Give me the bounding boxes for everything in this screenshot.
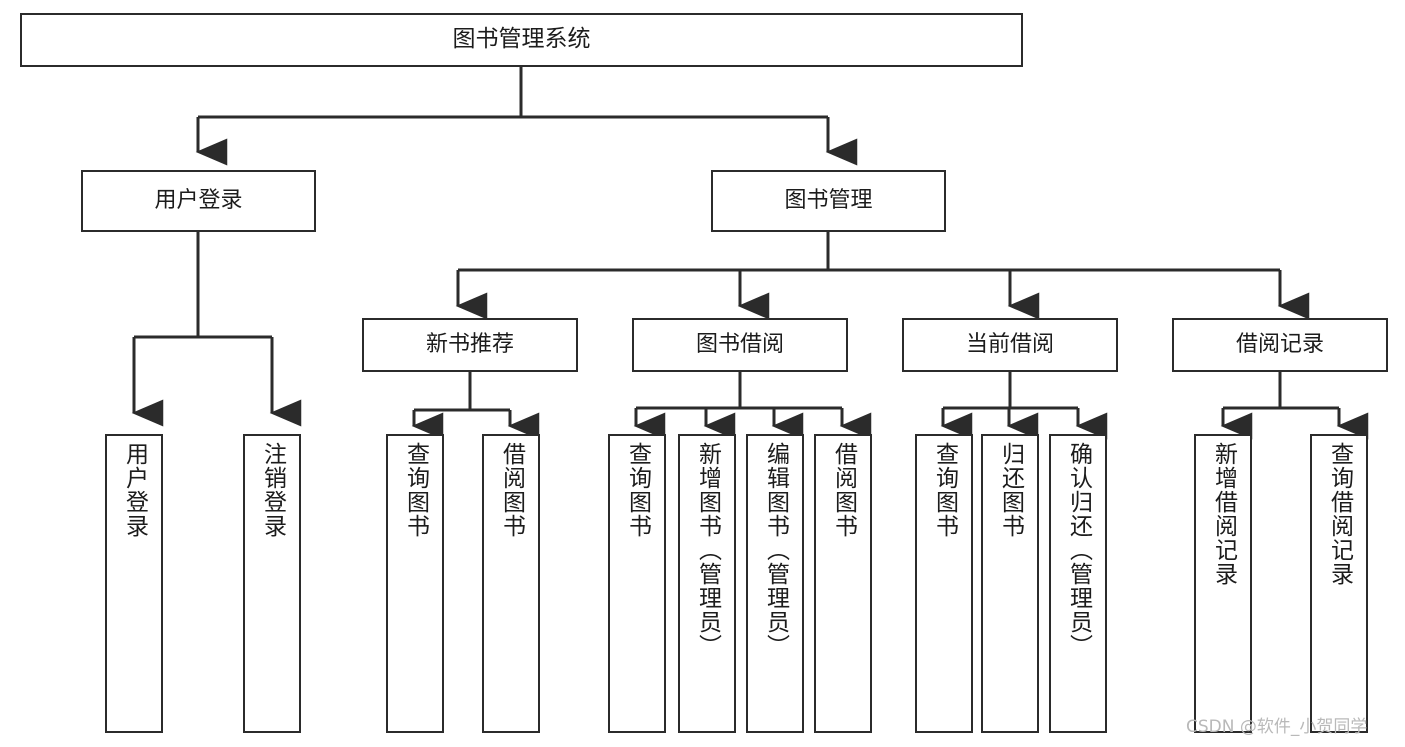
leaf-user-login-label: 用户登录 — [121, 442, 148, 538]
node-book-management-label: 图书管理 — [784, 188, 873, 214]
leaf-current-confirm-return-label: 确认归还（管理员） — [1065, 442, 1092, 658]
leaf-current-confirm-return[interactable]: 确认归还（管理员） — [1049, 434, 1107, 733]
leaf-recommend-query-book[interactable]: 查询图书 — [386, 434, 444, 733]
node-user-login-label: 用户登录 — [154, 188, 243, 214]
leaf-borrow-query-book[interactable]: 查询图书 — [608, 434, 666, 733]
leaf-current-return-book-label: 归还图书 — [997, 442, 1024, 538]
leaf-recommend-query-book-label: 查询图书 — [402, 442, 429, 538]
leaf-record-add-label: 新增借阅记录 — [1210, 442, 1237, 586]
leaf-current-return-book[interactable]: 归还图书 — [981, 434, 1039, 733]
leaf-user-login[interactable]: 用户登录 — [105, 434, 163, 733]
leaf-borrow-borrow-book-label: 借阅图书 — [830, 442, 857, 538]
node-user-login[interactable]: 用户登录 — [81, 170, 316, 232]
node-book-borrow[interactable]: 图书借阅 — [632, 318, 848, 372]
node-borrow-record-label: 借阅记录 — [1235, 332, 1324, 358]
node-book-borrow-label: 图书借阅 — [695, 332, 784, 358]
leaf-borrow-query-book-label: 查询图书 — [624, 442, 651, 538]
node-current-borrow-label: 当前借阅 — [965, 332, 1054, 358]
node-root[interactable]: 图书管理系统 — [20, 13, 1023, 67]
leaf-current-query-book[interactable]: 查询图书 — [915, 434, 973, 733]
leaf-borrow-add-book[interactable]: 新增图书（管理员） — [678, 434, 736, 733]
node-new-book-recommend-label: 新书推荐 — [425, 332, 514, 358]
leaf-record-query-label: 查询借阅记录 — [1326, 442, 1353, 586]
node-new-book-recommend[interactable]: 新书推荐 — [362, 318, 578, 372]
leaf-borrow-edit-book-label: 编辑图书（管理员） — [762, 442, 789, 658]
leaf-user-logout[interactable]: 注销登录 — [243, 434, 301, 733]
leaf-current-query-book-label: 查询图书 — [931, 442, 958, 538]
leaf-record-query[interactable]: 查询借阅记录 — [1310, 434, 1368, 733]
leaf-recommend-borrow-book[interactable]: 借阅图书 — [482, 434, 540, 733]
node-borrow-record[interactable]: 借阅记录 — [1172, 318, 1388, 372]
leaf-borrow-add-book-label: 新增图书（管理员） — [694, 442, 721, 658]
leaf-recommend-borrow-book-label: 借阅图书 — [498, 442, 525, 538]
node-current-borrow[interactable]: 当前借阅 — [902, 318, 1118, 372]
leaf-user-logout-label: 注销登录 — [259, 442, 286, 538]
watermark: CSDN @软件_小贺同学 — [1186, 717, 1368, 737]
leaf-borrow-borrow-book[interactable]: 借阅图书 — [814, 434, 872, 733]
leaf-borrow-edit-book[interactable]: 编辑图书（管理员） — [746, 434, 804, 733]
node-book-management[interactable]: 图书管理 — [711, 170, 946, 232]
node-root-label: 图书管理系统 — [452, 26, 591, 53]
leaf-record-add[interactable]: 新增借阅记录 — [1194, 434, 1252, 733]
